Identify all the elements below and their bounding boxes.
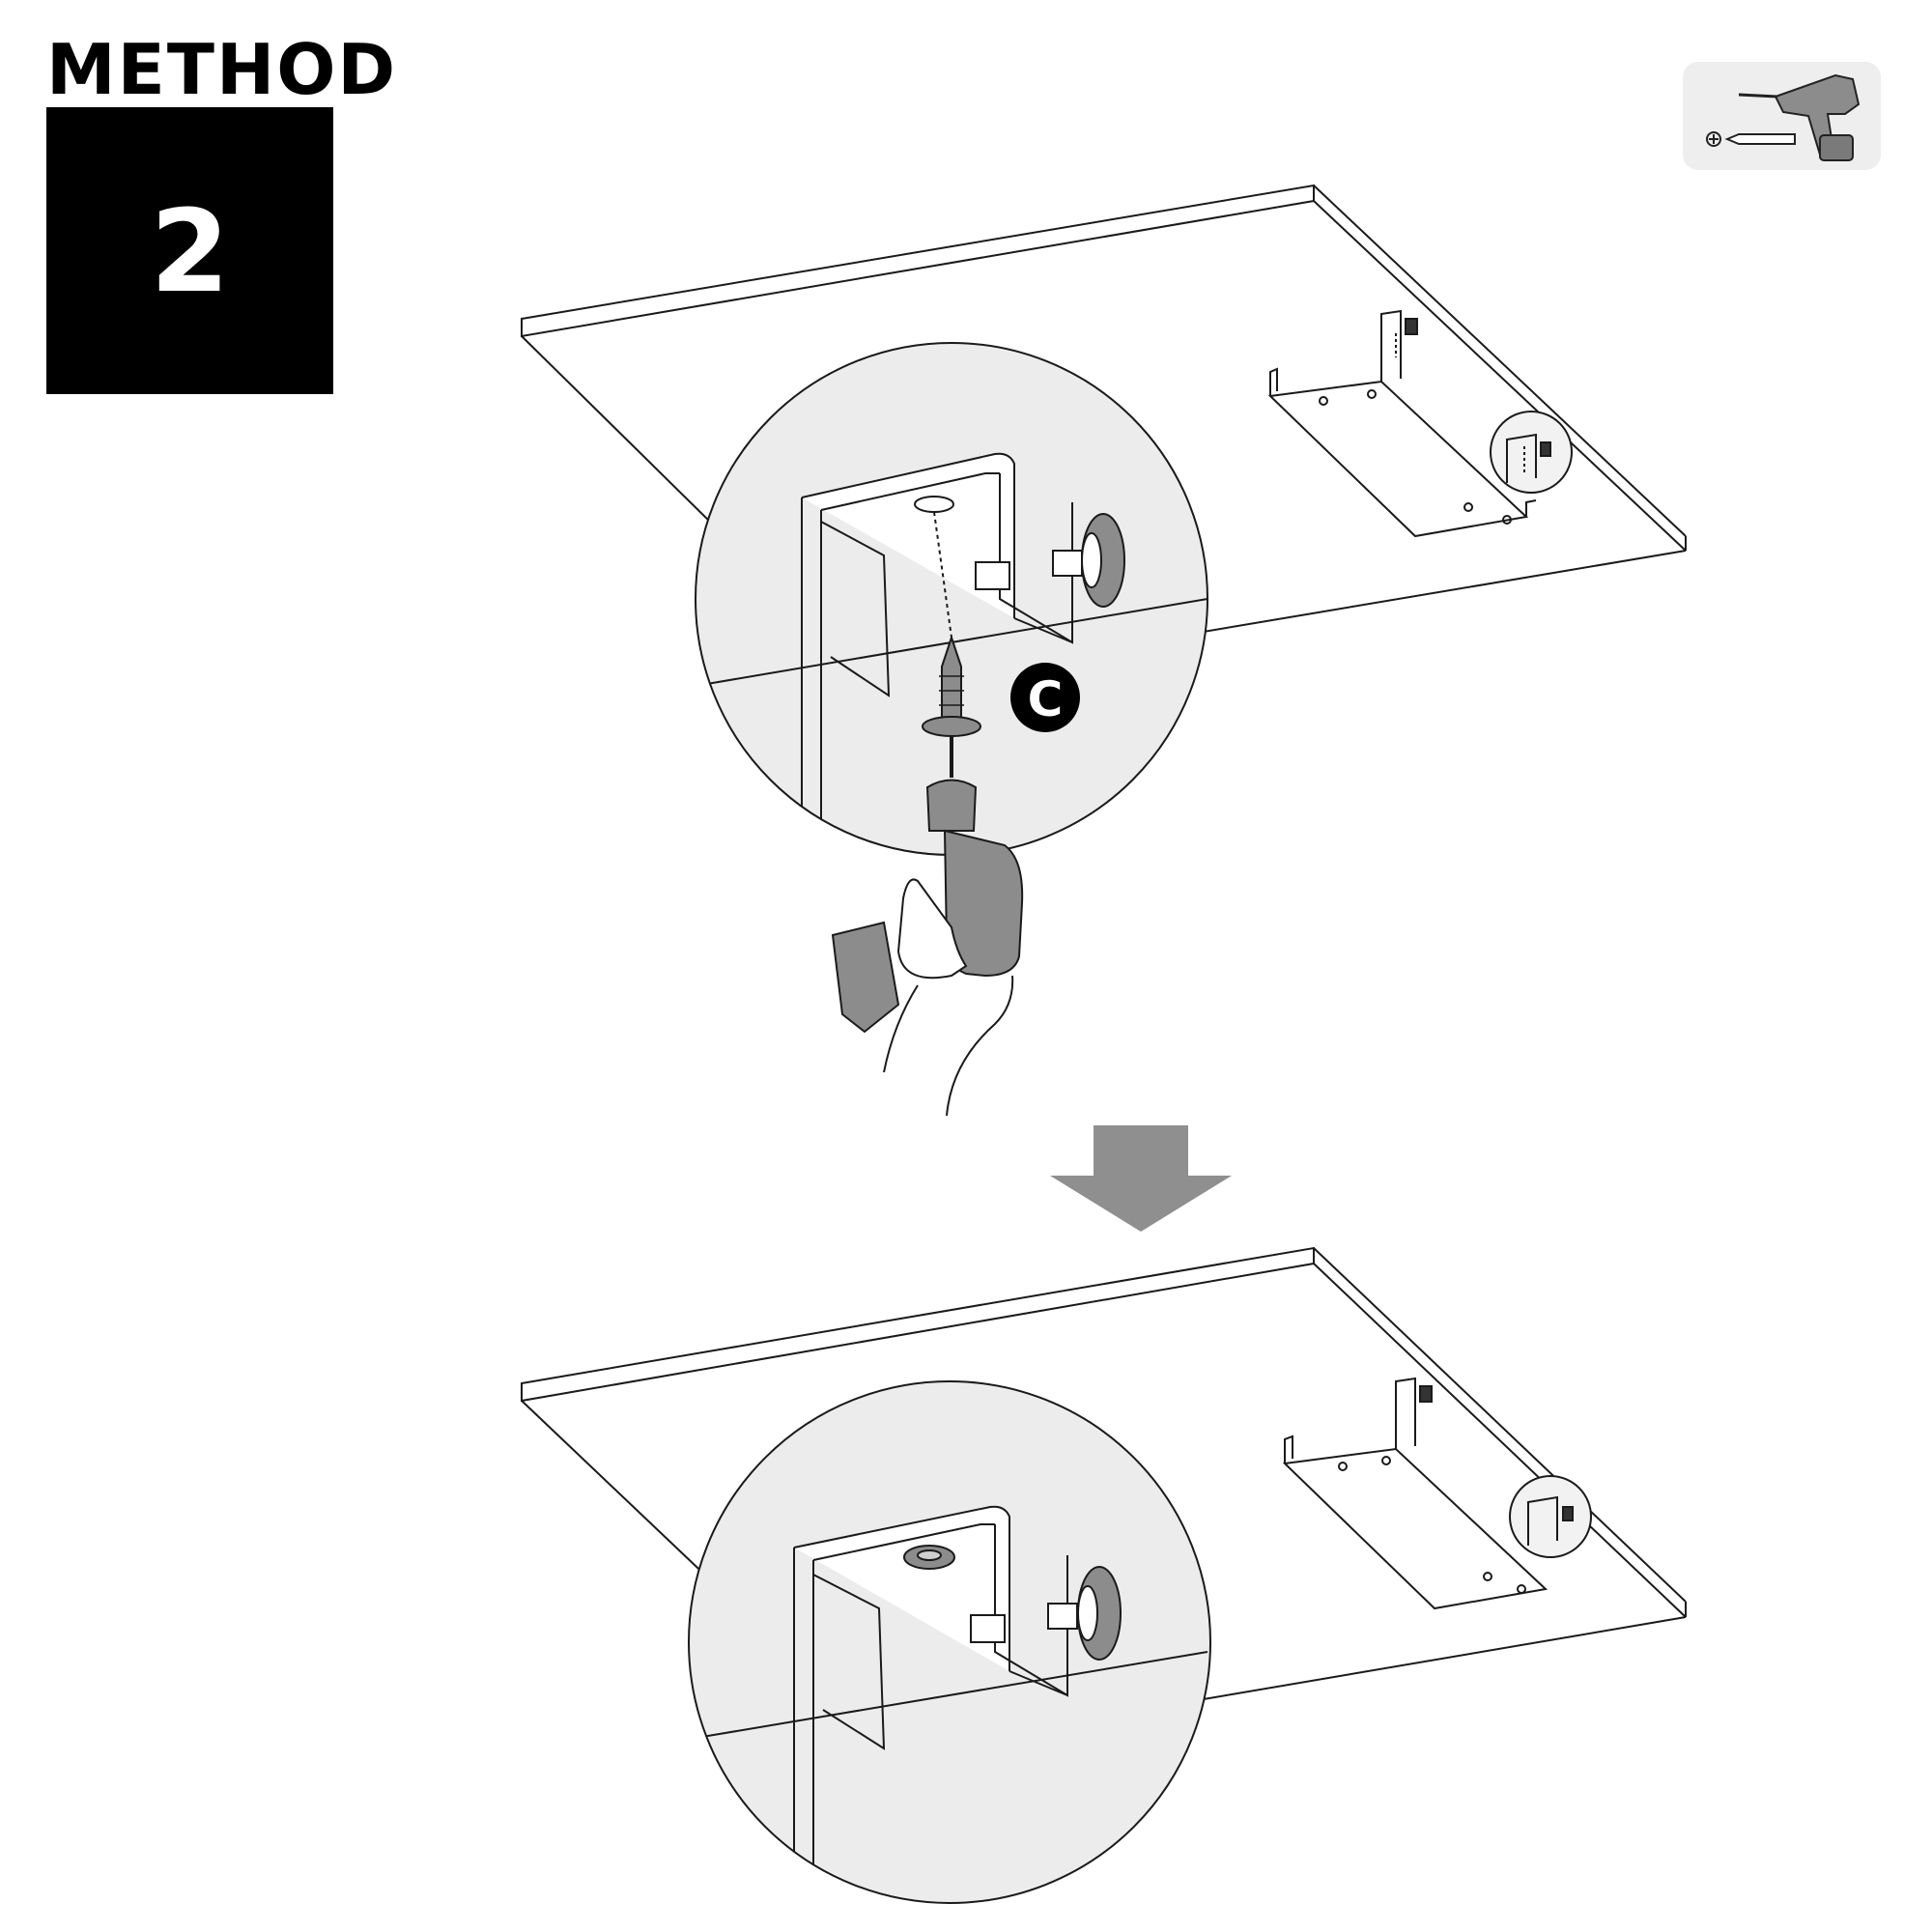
step-number-box: 2 [46,107,333,394]
bottom-tabletop [521,1246,1687,1701]
anchor-screw [922,634,981,778]
adjustment-knob [1081,513,1125,608]
installed-screw-head [903,1545,955,1570]
transition-down-arrow [1050,1125,1232,1232]
part-callout-badge: C [1010,663,1080,732]
bottom-zoom-indicator [1509,1475,1592,1558]
cordless-drill-icon [1738,73,1861,161]
top-mount-bracket [1267,309,1537,538]
top-zoom-indicator [1490,411,1573,494]
top-tabletop [521,184,1687,639]
drill-in-hand [831,779,1024,1117]
adjustment-knob [1077,1566,1122,1661]
phillips-screwdriver-icon [1706,131,1796,147]
part-callout-label: C [1028,671,1064,727]
bottom-mount-bracket [1282,1377,1548,1610]
bottom-detail-circle [688,1380,1211,1904]
step-number: 2 [150,184,230,318]
tools-panel [1683,62,1881,170]
